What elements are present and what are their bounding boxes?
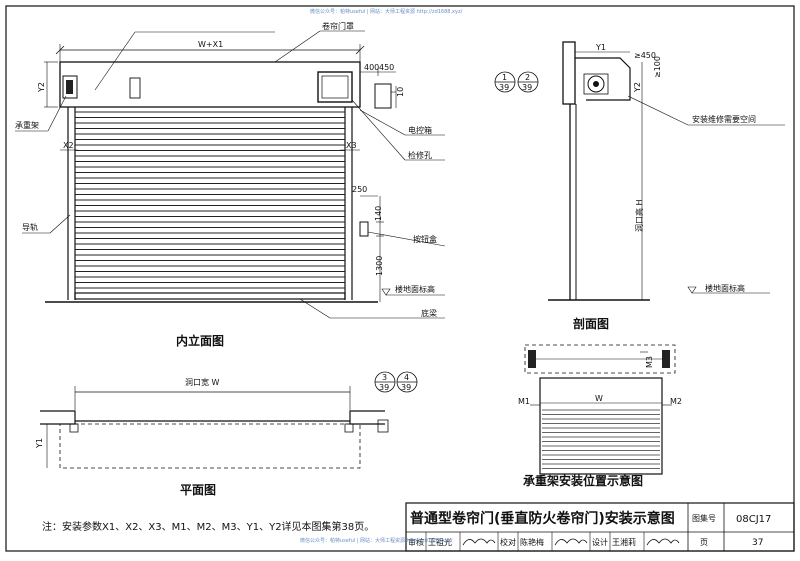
- watermark-bottom: 微信公众号：帕特useful | 网站：大师工程资源 http://zd1688…: [300, 537, 453, 544]
- bottom-beam: [74, 292, 346, 300]
- dim-250: 250: [352, 185, 367, 194]
- dim-m1: M1: [518, 397, 530, 406]
- dim-w-x1: W+X1: [198, 40, 223, 49]
- label-beam: 底梁: [421, 308, 437, 318]
- dim-100-section: ≥100: [653, 56, 662, 78]
- dim-1300: 1300: [375, 256, 384, 276]
- dim-450-section: ≥450: [634, 51, 656, 60]
- designer-signature: [646, 538, 680, 546]
- support-view-slats: [542, 409, 660, 469]
- dim-y2-elev: Y2: [37, 82, 46, 93]
- review-label: 审核: [408, 537, 424, 547]
- atlas-label: 图集号: [692, 513, 716, 523]
- caption-elevation: 内立面图: [176, 333, 224, 348]
- svg-text:39: 39: [401, 383, 411, 392]
- label-floor-section: 楼地面标高: [705, 283, 745, 293]
- curtain-slats: [75, 111, 345, 289]
- dim-10: 10: [396, 87, 405, 97]
- dim-140: 140: [374, 206, 383, 221]
- page-label: 页: [700, 538, 708, 547]
- callout-1: 1 39: [494, 71, 516, 93]
- checker-name: 陈艳梅: [520, 537, 544, 547]
- design-label: 设计: [592, 537, 608, 547]
- dim-w-support: W: [595, 394, 603, 403]
- section-view: Y1 ≥450 ≥100 Y2 洞口高 H 安装维修需要空间 楼地面标高 1 3…: [494, 41, 785, 331]
- label-support: 承重架: [15, 120, 39, 130]
- access-hole: [317, 71, 353, 103]
- reviewer-signature: [462, 538, 496, 546]
- svg-text:3: 3: [382, 373, 387, 382]
- watermark-top: 微信公众号：帕特useful | 网站：大师工程资源 http://zd1688…: [310, 8, 463, 15]
- label-cover: 卷帘门罩: [322, 21, 354, 31]
- dim-450: 450: [379, 63, 394, 72]
- designer-name: 王湘莉: [612, 537, 636, 547]
- callout-3: 3 39: [374, 371, 396, 393]
- label-guide: 导轨: [22, 222, 38, 232]
- label-button-box: 按钮盒: [413, 234, 437, 244]
- atlas-number: 08CJ17: [736, 514, 771, 525]
- callout-4: 4 39: [396, 371, 418, 393]
- dim-x3: X3: [346, 141, 357, 150]
- dim-opening-width: 洞口宽 W: [185, 377, 220, 387]
- drawing-title: 普通型卷帘门(垂直防火卷帘门)安装示意图: [410, 510, 675, 527]
- dim-y2-section: Y2: [633, 82, 642, 93]
- label-floor-elev: 楼地面标高: [395, 284, 435, 294]
- reviewer-name: 王祖光: [428, 537, 452, 547]
- dim-opening-height: 洞口高 H: [634, 199, 644, 232]
- label-maintenance: 安装维修需要空间: [692, 114, 756, 124]
- roller-cover: [59, 61, 361, 108]
- svg-text:1: 1: [502, 73, 507, 82]
- title-block: 普通型卷帘门(垂直防火卷帘门)安装示意图 图集号 08CJ17 审核 王祖光 校…: [405, 502, 795, 552]
- dim-m3: M3: [645, 356, 654, 368]
- button-box: [359, 221, 369, 237]
- svg-text:39: 39: [379, 383, 389, 392]
- caption-section: 剖面图: [573, 316, 609, 331]
- elevation-view: W+X1 卷帘门罩 Y2 400 450 10 电控箱: [15, 21, 446, 348]
- dim-y1-section: Y1: [595, 43, 606, 52]
- caption-plan: 平面图: [180, 483, 216, 497]
- svg-text:4: 4: [404, 373, 409, 382]
- control-box: [374, 83, 392, 109]
- svg-text:2: 2: [525, 73, 530, 82]
- plan-view: 洞口宽 W Y1 3 39 4 39 平面图: [35, 371, 418, 497]
- checker-signature: [554, 538, 588, 546]
- page-number: 37: [752, 538, 763, 548]
- dim-y1-plan: Y1: [35, 438, 44, 449]
- dim-m2: M2: [670, 397, 682, 406]
- svg-text:39: 39: [499, 83, 509, 92]
- label-control-box: 电控箱: [408, 125, 432, 135]
- sheet-border: [5, 5, 795, 552]
- support-position-view: M3 M1 M2 W 承重架安装位置示意图: [518, 344, 682, 488]
- caption-support-position: 承重架安装位置示意图: [523, 473, 643, 488]
- dim-400: 400: [364, 63, 379, 72]
- check-label: 校对: [500, 537, 516, 547]
- label-access-hole: 检修孔: [408, 150, 432, 160]
- install-note: 注：安装参数X1、X2、X3、M1、M2、M3、Y1、Y2详见本图集第38页。: [42, 520, 374, 533]
- svg-text:39: 39: [522, 83, 532, 92]
- callout-2: 2 39: [517, 71, 539, 93]
